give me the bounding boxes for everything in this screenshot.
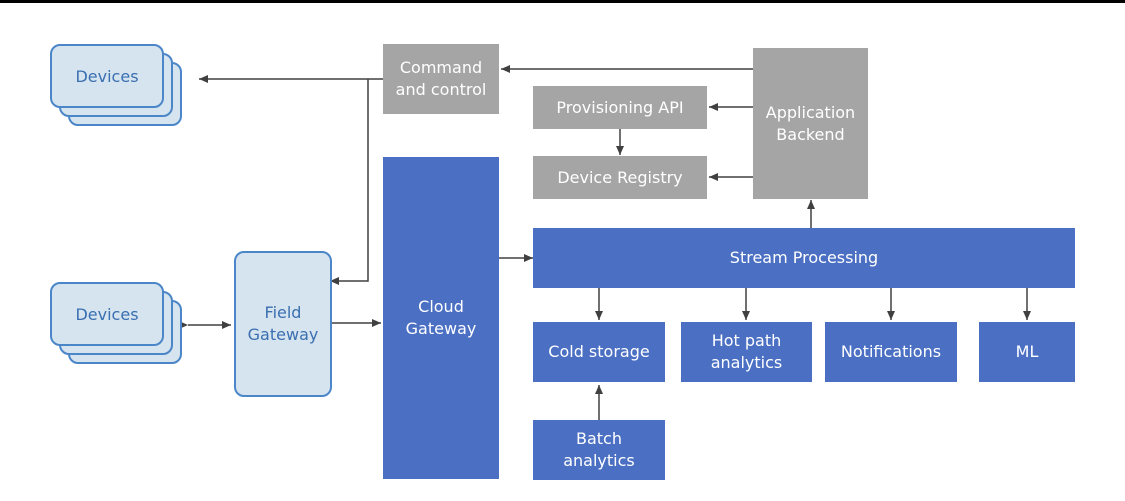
cloud-gateway-box: Cloud Gateway	[383, 157, 499, 479]
top-divider	[0, 0, 1125, 3]
devices-bottom-label: Devices	[50, 282, 164, 346]
batch-analytics-box: Batch analytics	[533, 420, 665, 480]
devices-top-label: Devices	[50, 44, 164, 108]
application-backend-box: Application Backend	[753, 48, 868, 199]
notifications-box: Notifications	[825, 322, 957, 382]
field-gateway-box: Field Gateway	[234, 251, 332, 397]
stream-processing-box: Stream Processing	[533, 228, 1075, 288]
command-and-control-box: Command and control	[383, 44, 499, 114]
arrow-command-to-field-gateway	[330, 79, 369, 285]
provisioning-api-box: Provisioning API	[533, 86, 707, 129]
device-registry-box: Device Registry	[533, 156, 707, 199]
ml-box: ML	[979, 322, 1075, 382]
hot-path-analytics-box: Hot path analytics	[681, 322, 812, 382]
cold-storage-box: Cold storage	[533, 322, 665, 382]
